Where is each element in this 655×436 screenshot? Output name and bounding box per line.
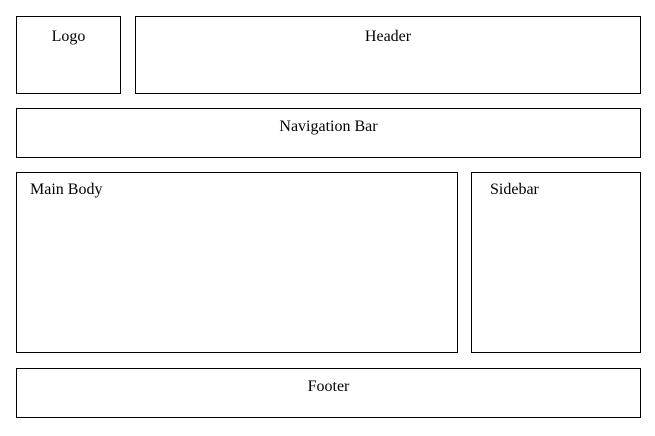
navigation-bar-label: Navigation Bar	[279, 118, 378, 135]
footer-label: Footer	[307, 378, 350, 395]
logo-label: Logo	[51, 28, 86, 45]
main-body-box: Main Body	[16, 172, 458, 353]
sidebar-label: Sidebar	[490, 181, 539, 198]
navigation-bar-box: Navigation Bar	[16, 108, 641, 158]
main-body-label: Main Body	[30, 181, 103, 198]
footer-box: Footer	[16, 368, 641, 418]
logo-box: Logo	[16, 16, 121, 94]
header-box: Header	[135, 16, 641, 94]
sidebar-box: Sidebar	[471, 172, 641, 353]
header-label: Header	[364, 28, 412, 45]
